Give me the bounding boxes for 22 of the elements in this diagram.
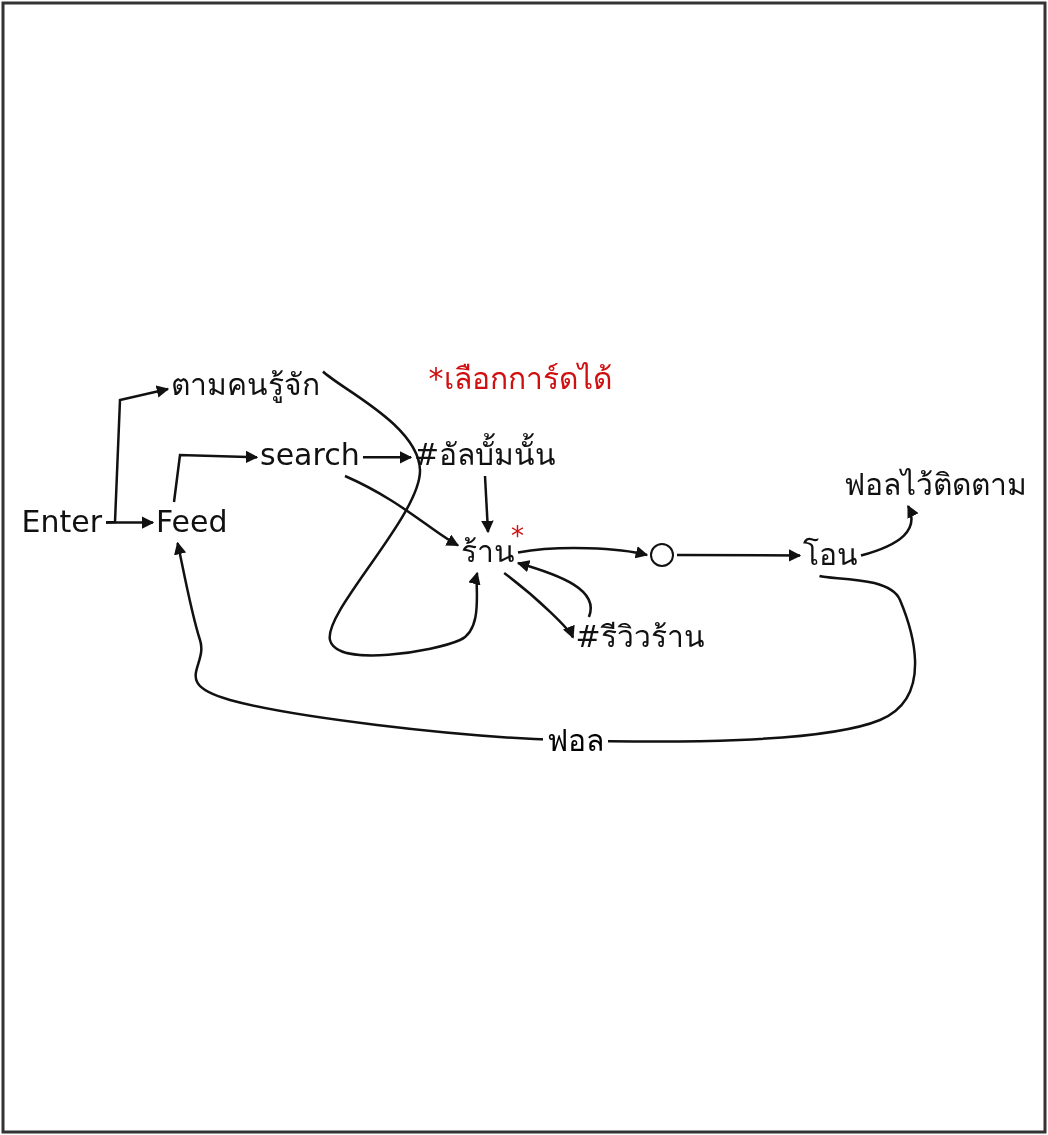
node-text: ตามคนรู้จัก xyxy=(170,366,320,402)
empty-circle xyxy=(650,543,674,567)
arrow xyxy=(503,572,575,639)
arrow xyxy=(173,541,917,743)
arrow xyxy=(322,370,482,657)
arrow xyxy=(517,546,649,559)
arrow xyxy=(481,475,494,534)
star-mark: * xyxy=(511,520,524,551)
note-text: *เลือกการ์ดได้ xyxy=(428,359,612,398)
node-text: search xyxy=(260,436,360,472)
arrow xyxy=(344,474,460,547)
node-text: Enter xyxy=(21,503,103,539)
node-text: #รีวิวร้าน xyxy=(575,618,705,654)
arrow xyxy=(172,450,259,503)
arrow xyxy=(363,451,413,464)
arrow xyxy=(516,560,592,618)
arrow xyxy=(106,516,155,529)
arrow xyxy=(860,504,919,557)
node-text: ฟอลไว้ติดตาม xyxy=(843,466,1027,502)
node-text: โอน xyxy=(802,536,858,572)
arrow xyxy=(677,549,802,562)
node-text: Feed xyxy=(156,503,228,539)
